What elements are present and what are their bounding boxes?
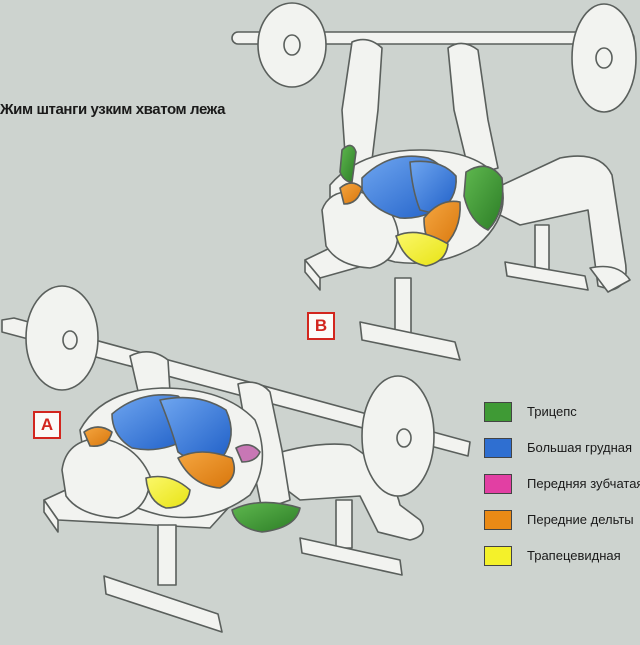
- trapezius-b: [395, 231, 449, 267]
- triceps-a: [231, 501, 301, 533]
- muscle-legend: Трицепс Большая грудная Передняя зубчата…: [484, 398, 640, 578]
- serratus-a: [235, 444, 261, 463]
- head-a: [61, 437, 151, 519]
- legend-label: Трицепс: [527, 404, 577, 419]
- page-title: Жим штанги узким хватом лежа: [0, 101, 226, 118]
- legend-label: Передние дельты: [527, 512, 634, 527]
- legend-swatch: [484, 438, 512, 458]
- legend-swatch: [484, 546, 512, 566]
- legend-item: Большая грудная: [484, 434, 640, 470]
- label-a-badge: A: [33, 411, 61, 439]
- label-b-badge: B: [307, 312, 335, 340]
- legend-swatch: [484, 402, 512, 422]
- triceps-b: [463, 165, 504, 231]
- figure-a: [1, 285, 471, 633]
- barbell-b: [231, 2, 637, 113]
- legend-item: Передние дельты: [484, 506, 640, 542]
- barbell-a: [1, 285, 471, 497]
- trapezius-a: [145, 475, 191, 509]
- legend-label: Большая грудная: [527, 440, 633, 455]
- legend-label: Трапецевидная: [527, 548, 621, 563]
- deltoid-a: [177, 451, 236, 489]
- legend-label: Передняя зубчатая: [527, 476, 640, 491]
- legend-item: Передняя зубчатая: [484, 470, 640, 506]
- legend-swatch: [484, 510, 512, 530]
- legend-swatch: [484, 474, 512, 494]
- legend-item: Трапецевидная: [484, 542, 640, 578]
- legend-item: Трицепс: [484, 398, 640, 434]
- figure-b: [231, 2, 637, 361]
